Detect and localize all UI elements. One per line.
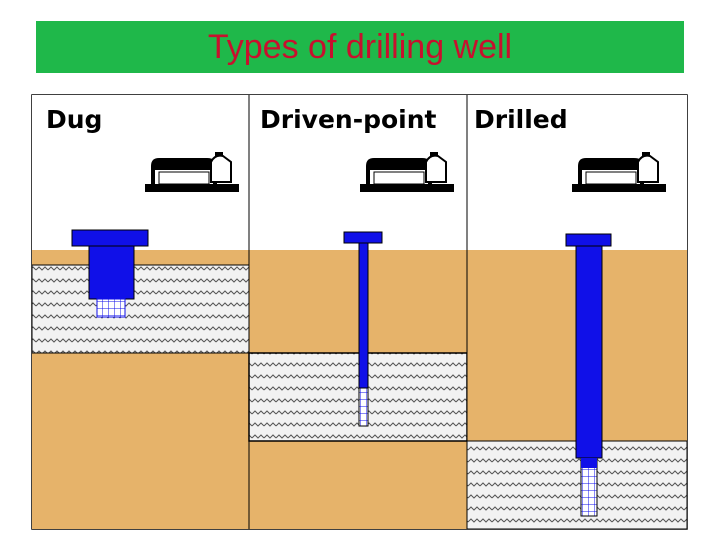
slide-title: Types of drilling well — [207, 28, 513, 66]
aquifer-layer — [31, 264, 250, 354]
panel-dug: Dug — [31, 95, 250, 529]
house-icon — [571, 151, 667, 193]
well-screen — [358, 387, 369, 427]
title-bar: Types of drilling well — [36, 21, 684, 73]
aquifer-layer — [248, 352, 468, 442]
panel-driven-point: Driven-point — [248, 95, 468, 529]
well-casing — [575, 245, 603, 459]
well-screen — [96, 298, 126, 318]
well-cap — [71, 229, 149, 247]
house-icon — [359, 151, 455, 193]
panel-label-dug: Dug — [46, 105, 102, 134]
house-icon — [144, 151, 240, 193]
well-screen-top — [581, 458, 597, 468]
panel-label-drilled: Drilled — [474, 105, 568, 134]
well-cap — [343, 231, 383, 244]
panel-label-driven-point: Driven-point — [260, 105, 437, 134]
well-casing — [88, 245, 135, 300]
panel-drilled: Drilled — [466, 95, 688, 530]
well-casing — [358, 242, 369, 389]
well-cap — [565, 233, 612, 247]
